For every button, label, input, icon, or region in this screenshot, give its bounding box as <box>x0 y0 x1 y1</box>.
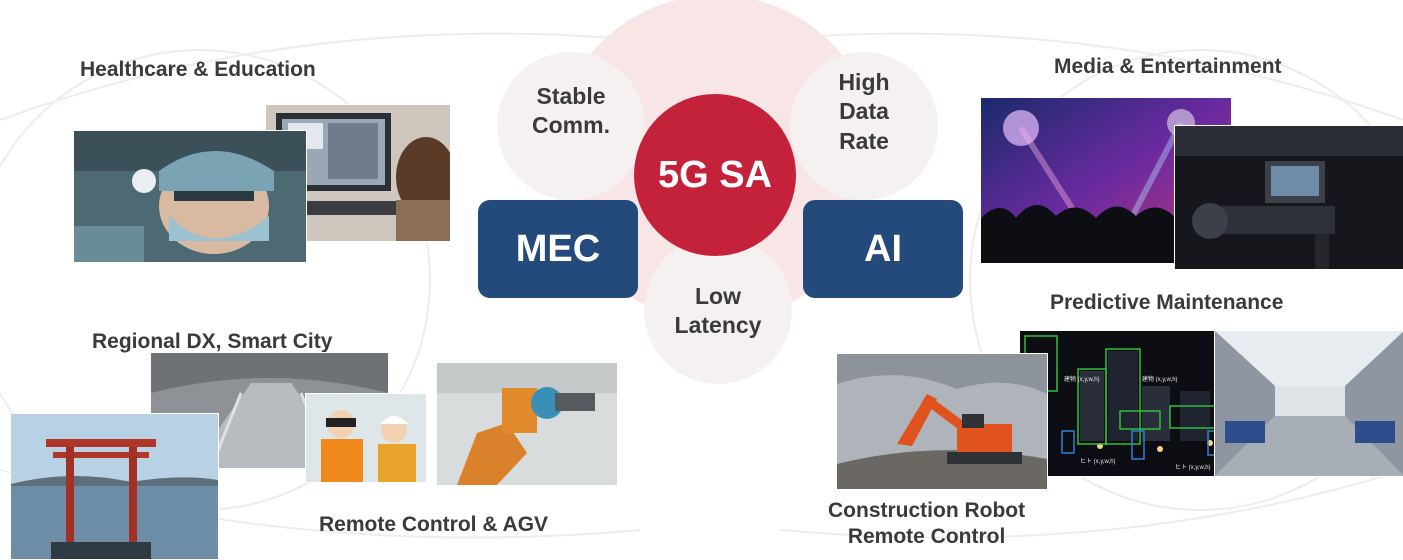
petal-high-data-rate-label: High Data Rate <box>838 69 890 154</box>
photo-torii-gate <box>10 413 219 560</box>
label-construction-line1: Construction Robot <box>828 499 1026 522</box>
label-remote-control-agv: Remote Control & AGV <box>319 513 549 536</box>
petal-stable-comm <box>497 52 645 200</box>
photo-vr-workers <box>305 393 427 483</box>
photo-object-detection: 建物 (x,y,w,h) 建物 (x,y,w,h) ヒト (x,y,w,h) ヒ… <box>1019 330 1244 477</box>
core-5g-sa: 5G SA <box>634 94 796 256</box>
ai-box: AI <box>803 200 963 298</box>
petal-low-latency-label: Low Latency <box>674 283 762 339</box>
label-construction-line2: Remote Control <box>847 525 1006 549</box>
mec-box: MEC <box>478 200 638 298</box>
photo-robot-arm <box>436 362 618 486</box>
label-construction-robot: Construction Robot Remote Control <box>828 498 1025 551</box>
petal-stable-comm-label: Stable Comm. <box>532 83 610 139</box>
petal-low-latency <box>644 236 792 384</box>
label-healthcare-education: Healthcare & Education <box>80 58 316 81</box>
photo-broadcast-camera <box>1174 125 1403 270</box>
detection-label-building-1: 建物 (x,y,w,h) <box>1064 375 1100 383</box>
label-regional-dx: Regional DX, Smart City <box>92 330 333 353</box>
detection-label-person-1: ヒト (x,y,w,h) <box>1080 458 1116 465</box>
photo-excavator <box>836 353 1048 490</box>
detection-label-building-2: 建物 (x,y,w,h) <box>1142 375 1178 383</box>
detection-label-person-2: ヒト (x,y,w,h) <box>1175 464 1211 471</box>
label-predictive-maintenance: Predictive Maintenance <box>1050 291 1284 314</box>
petal-high-data-rate <box>790 52 938 200</box>
label-media-entertainment: Media & Entertainment <box>1054 55 1282 78</box>
photo-surgeon <box>73 130 307 263</box>
photo-train-interior <box>1214 330 1403 477</box>
